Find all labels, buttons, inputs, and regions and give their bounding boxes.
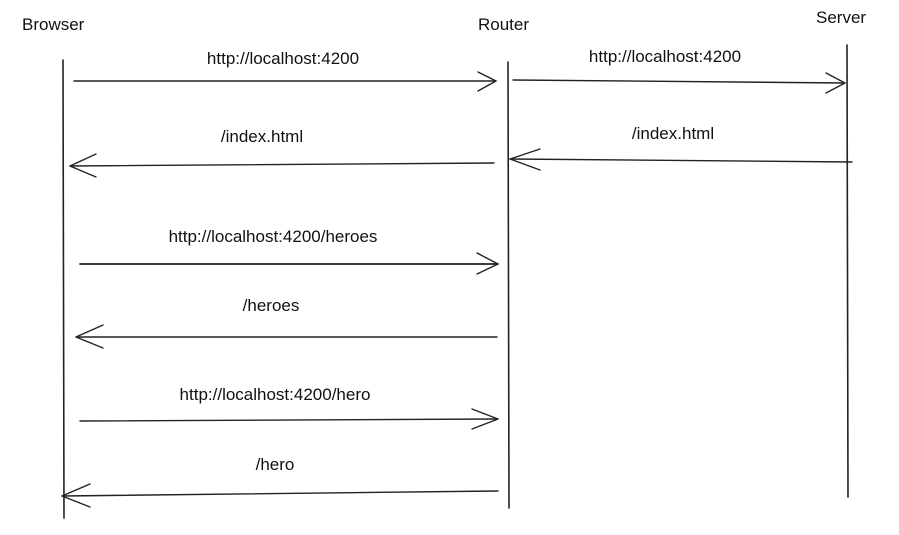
message-arrow-router-browser-1: [69, 153, 495, 178]
message-arrow-server-router: [509, 148, 853, 171]
message-label: http://localhost:4200/heroes: [168, 227, 378, 246]
router-lifeline: [507, 61, 510, 509]
message-arrow-browser-router-3: [79, 408, 499, 430]
message-arrow-browser-router-1: [73, 71, 497, 92]
message-label: /hero: [255, 455, 295, 474]
message-label: /heroes: [242, 296, 300, 315]
message-label: http://localhost:4200/hero: [179, 385, 371, 404]
participant-browser: Browser: [22, 15, 85, 34]
participant-router: Router: [478, 15, 530, 34]
message-arrow-router-server: [512, 72, 846, 94]
server-lifeline: [846, 44, 849, 498]
message-label: http://localhost:4200: [206, 49, 360, 68]
message-label: http://localhost:4200: [588, 47, 742, 66]
message-arrow-browser-router-2: [79, 252, 499, 275]
browser-lifeline: [62, 59, 65, 519]
message-arrow-router-browser-2: [75, 324, 498, 349]
message-label: /index.html: [220, 127, 304, 146]
participant-server: Server: [816, 8, 867, 27]
message-arrow-router-browser-3: [61, 483, 499, 508]
message-label: /index.html: [631, 124, 715, 143]
